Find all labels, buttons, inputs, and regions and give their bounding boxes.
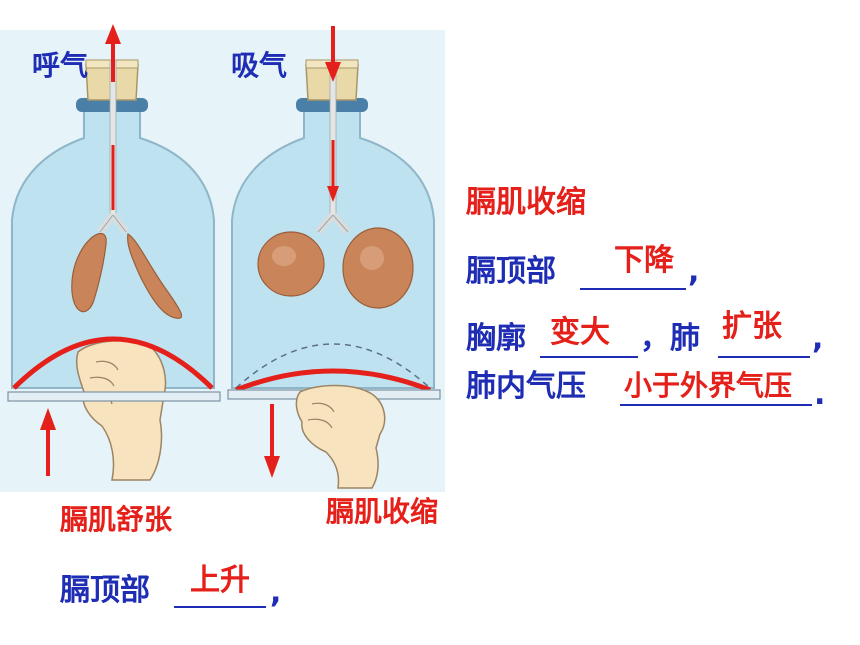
left-jar-base <box>7 391 221 402</box>
left-up-arrow-icon <box>105 24 121 44</box>
inhale-label: 吸气 <box>231 49 288 82</box>
left-lung-2 <box>127 233 183 319</box>
right-line2-blank <box>540 356 638 358</box>
inhale-jar <box>227 26 441 489</box>
right-line3-prefix: 肺内气压 <box>466 369 586 404</box>
right-line1-suffix: , <box>688 254 700 289</box>
right-line1-prefix: 膈顶部 <box>466 254 556 289</box>
bottom-line1-answer: 上升 <box>190 563 250 598</box>
bottom-left-title: 膈肌舒张 <box>60 503 173 536</box>
right-line2-answer2: 扩张 <box>722 309 782 344</box>
exhale-jar <box>7 24 221 481</box>
bottom-center-label: 膈肌收缩 <box>326 495 439 528</box>
right-panel-title: 膈肌收缩 <box>466 185 586 220</box>
right-down-arrow-icon <box>325 62 341 82</box>
right-line1-answer: 下降 <box>614 243 674 278</box>
bottom-line1-prefix: 膈顶部 <box>60 573 150 608</box>
bottom-line1-blank <box>174 606 266 608</box>
right-line3-blank <box>620 404 812 406</box>
right-line2-suffix: , <box>812 321 824 356</box>
right-hand <box>295 384 386 489</box>
left-diaphragm <box>12 336 214 390</box>
right-line2-answer: 变大 <box>550 315 610 350</box>
right-bottom-down-arrow-icon <box>264 456 280 478</box>
right-line2-prefix: 胸廓 <box>466 321 526 356</box>
exhale-label: 呼气 <box>32 49 89 82</box>
left-bottom-up-arrow-icon <box>40 408 56 430</box>
right-line3-suffix: . <box>814 377 826 412</box>
right-jar-body <box>231 99 435 389</box>
right-line2-blank2 <box>718 356 810 358</box>
left-lung-1 <box>71 232 107 313</box>
right-diaphragm <box>235 368 431 393</box>
right-line1-blank <box>580 288 686 290</box>
bell-jar-diagram <box>0 24 445 492</box>
right-line3-answer: 小于外界气压 <box>624 369 793 402</box>
right-inner-down-arrow-icon <box>327 186 339 202</box>
left-jar-body <box>11 99 215 389</box>
bottom-line1-suffix: , <box>270 575 282 610</box>
right-line2-mid: ，肺 <box>640 321 700 356</box>
